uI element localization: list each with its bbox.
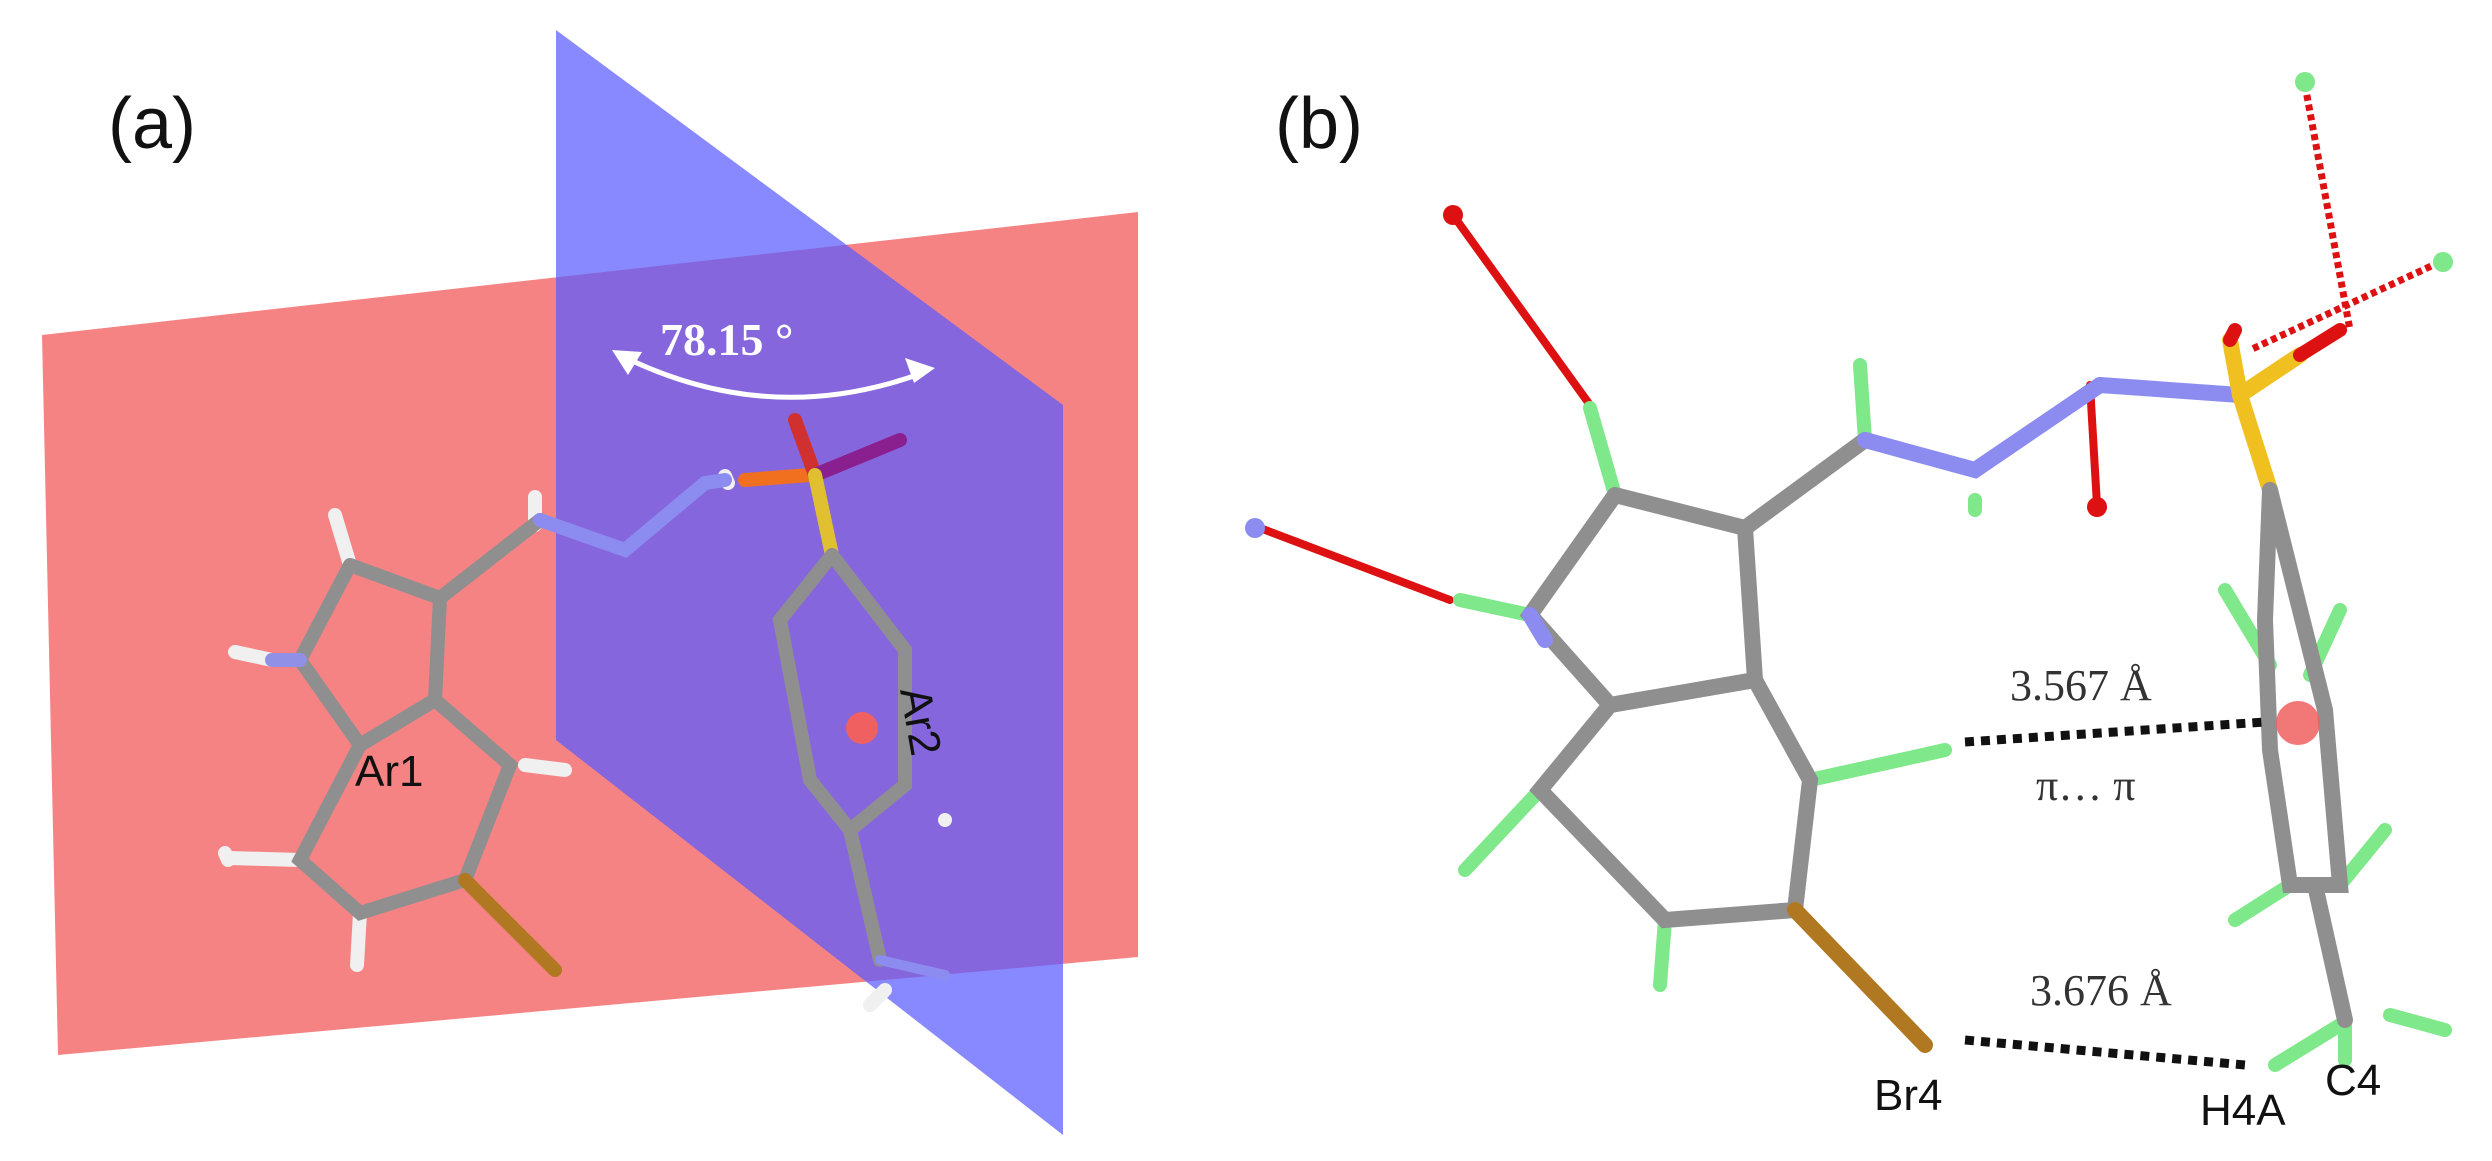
dihedral-angle-label: 78.15 ° — [660, 314, 793, 365]
interaction-label: π… π — [2036, 761, 2135, 810]
centroid-icon — [846, 712, 878, 744]
centroid-icon — [2276, 701, 2320, 745]
atom-label-h4a: H4A — [2200, 1086, 2286, 1135]
hydrogen-bond-contacts — [1245, 72, 2453, 604]
panel-b-label: (b) — [1275, 84, 1363, 164]
panel-b: (b) — [1245, 72, 2453, 1135]
molecule-a — [218, 413, 952, 1012]
atom-label-br4: Br4 — [1874, 1071, 1942, 1120]
ring-label-ar1: Ar1 — [355, 747, 423, 796]
panel-a: (a) 78.15 ° — [42, 30, 1138, 1135]
distance-label-br: 3.676 Å — [2030, 966, 2172, 1015]
distance-label-pi: 3.567 Å — [2010, 661, 2152, 710]
molecule-b — [1453, 323, 2452, 1072]
panel-a-label: (a) — [108, 84, 196, 164]
atom-label-c4: C4 — [2325, 1056, 2381, 1105]
pi-pi-contact-line — [1964, 717, 2266, 747]
angle-arrow-icon — [612, 350, 935, 400]
br-h-contact-line — [1964, 1035, 2246, 1070]
ring-label-ar2: Ar2 — [890, 683, 950, 759]
